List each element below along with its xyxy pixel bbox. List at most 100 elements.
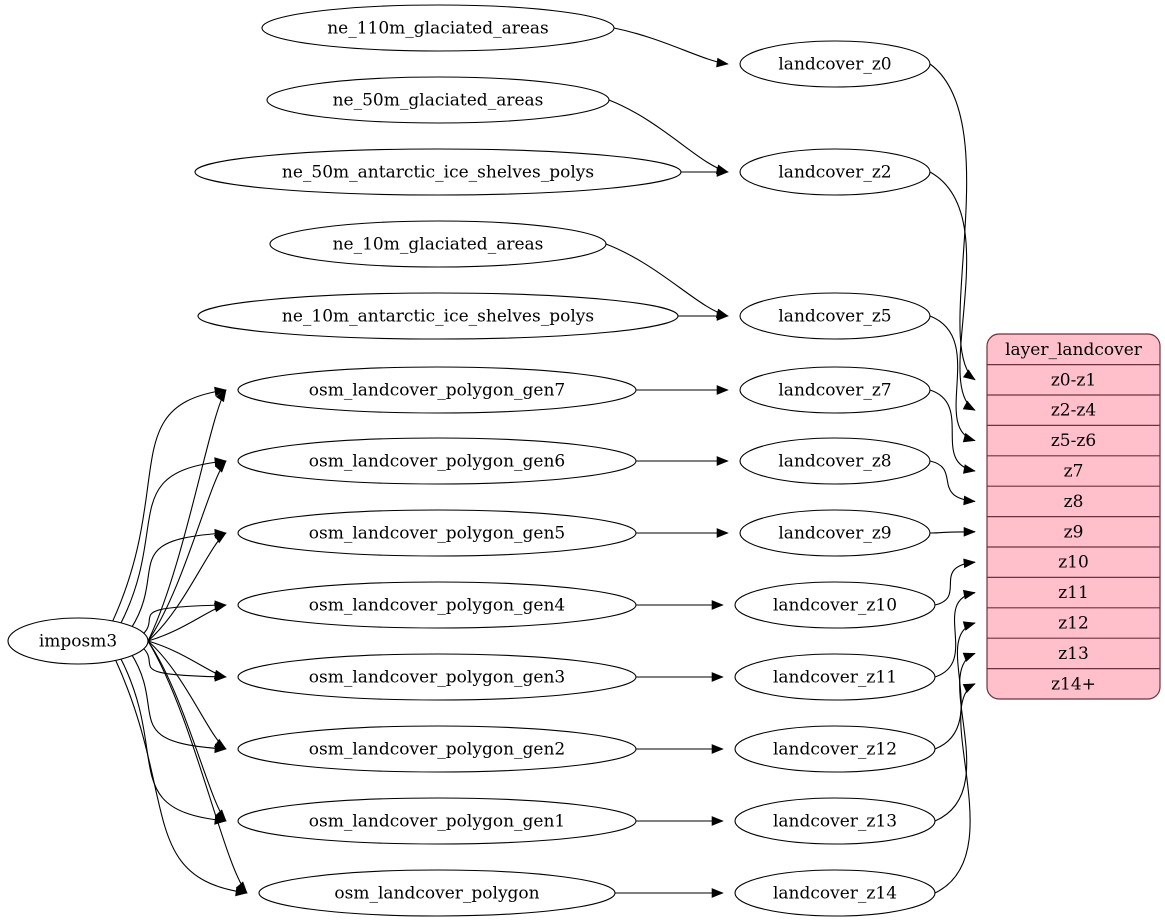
edge-line: [111, 389, 227, 623]
edge-arrowhead: [962, 652, 976, 662]
node-landcover-9-label: landcover_z13: [773, 812, 897, 832]
node-ne-3-label: ne_10m_glaciated_areas: [333, 235, 544, 255]
edge-arrowhead: [213, 738, 227, 750]
node-osm-6-shape: [237, 797, 637, 845]
table-row[interactable]: z9: [987, 517, 1160, 547]
node-ne-0-shape: [261, 4, 615, 52]
edge-line: [130, 653, 227, 750]
table-row-label: z12: [1058, 614, 1089, 634]
edge-osm_landcover_polygon_gen4-to-landcover_z10: [636, 600, 724, 610]
table-row-label: z9: [1064, 522, 1084, 542]
edge-arrowhead: [215, 389, 227, 403]
node-landcover-1-shape: [739, 148, 931, 196]
node-landcover-0[interactable]: landcover_z0: [739, 40, 931, 88]
edge-arrowhead: [963, 589, 976, 600]
node-osm-0[interactable]: osm_landcover_polygon_gen7: [237, 366, 637, 414]
edge-imposm3-to-osm_landcover_polygon_gen4: [140, 600, 227, 637]
node-landcover-9-shape: [734, 797, 936, 845]
table-row[interactable]: z8: [987, 486, 1160, 516]
table-row[interactable]: z10: [987, 547, 1160, 577]
node-osm-5-shape: [237, 725, 637, 773]
node-landcover-3-label: landcover_z7: [778, 381, 891, 401]
node-landcover-4[interactable]: landcover_z8: [739, 437, 931, 485]
edge-osm_landcover_polygon_gen1-to-landcover_z13: [636, 816, 724, 826]
edge-line: [119, 460, 227, 625]
node-osm-2[interactable]: osm_landcover_polygon_gen5: [237, 509, 637, 557]
node-landcover-9[interactable]: landcover_z13: [734, 797, 936, 845]
edge-line: [119, 657, 227, 822]
node-osm-7[interactable]: osm_landcover_polygon: [258, 869, 616, 917]
node-ne-3[interactable]: ne_10m_glaciated_areas: [269, 220, 607, 268]
node-osm-0-label: osm_landcover_polygon_gen7: [309, 381, 565, 401]
edge-ne_10m_antarctic_ice_shelves_polys-to-landcover_z5: [677, 311, 729, 321]
node-ne-4[interactable]: ne_10m_antarctic_ice_shelves_polys: [197, 292, 679, 340]
node-landcover-2[interactable]: landcover_z5: [739, 292, 931, 340]
node-osm-7-shape: [258, 869, 616, 917]
node-ne-1[interactable]: ne_50m_glaciated_areas: [266, 76, 610, 124]
edge-arrowhead: [214, 809, 227, 822]
node-landcover-10[interactable]: landcover_z14: [734, 869, 936, 917]
edge-osm_landcover_polygon_gen7-to-landcover_z7: [636, 385, 729, 395]
edge-arrowhead: [214, 386, 227, 397]
table-row[interactable]: z5-z6: [987, 425, 1160, 455]
node-landcover-5[interactable]: landcover_z9: [739, 509, 931, 557]
node-landcover-2-shape: [739, 292, 931, 340]
table-row[interactable]: z13: [987, 638, 1160, 668]
edge-arrowhead: [711, 672, 724, 682]
edge-arrowhead: [962, 400, 976, 411]
edge-osm_landcover_polygon_gen5-to-landcover_z9: [636, 528, 729, 538]
edge-line: [613, 27, 729, 65]
node-osm-6[interactable]: osm_landcover_polygon_gen1: [237, 797, 637, 845]
node-landcover-7[interactable]: landcover_z11: [734, 653, 936, 701]
edge-landcover_z13-to-z13: [934, 652, 976, 822]
node-ne-4-shape: [197, 292, 679, 340]
node-landcover-10-label: landcover_z14: [773, 884, 897, 904]
node-osm-5[interactable]: osm_landcover_polygon_gen2: [237, 725, 637, 773]
node-landcover-6[interactable]: landcover_z10: [734, 581, 936, 629]
table-row-label: z11: [1058, 583, 1089, 603]
node-osm-0-shape: [237, 366, 637, 414]
table-row-label: z10: [1058, 553, 1089, 573]
edge-ne_110m_glaciated_areas-to-landcover_z0: [613, 27, 729, 68]
edge-osm_landcover_polygon_gen3-to-landcover_z11: [636, 672, 724, 682]
edge-arrowhead: [716, 528, 729, 538]
node-osm-1[interactable]: osm_landcover_polygon_gen6: [237, 437, 637, 485]
edge-arrowhead: [963, 495, 976, 506]
table-row[interactable]: z7: [987, 456, 1160, 486]
node-ne-4-label: ne_10m_antarctic_ice_shelves_polys: [282, 307, 594, 327]
node-osm-3[interactable]: osm_landcover_polygon_gen4: [237, 581, 637, 629]
node-landcover-2-label: landcover_z5: [778, 307, 891, 327]
node-ne-1-shape: [266, 76, 610, 124]
table-row[interactable]: z11: [987, 577, 1160, 607]
node-landcover-7-shape: [734, 653, 936, 701]
edge-arrowhead: [711, 744, 724, 754]
edge-line: [929, 531, 976, 534]
node-landcover-8[interactable]: landcover_z12: [734, 725, 936, 773]
node-osm-5-label: osm_landcover_polygon_gen2: [309, 740, 565, 760]
node-landcover-8-shape: [734, 725, 936, 773]
table-row[interactable]: z12: [987, 608, 1160, 638]
node-landcover-7-label: landcover_z11: [773, 668, 897, 688]
table-row-label: z13: [1058, 644, 1089, 664]
edge-arrowhead: [963, 558, 976, 569]
node-imposm3-label: imposm3: [39, 632, 117, 652]
table-row[interactable]: z14+: [987, 669, 1160, 699]
node-osm-1-shape: [237, 437, 637, 485]
node-imposm3[interactable]: imposm3: [7, 617, 149, 665]
node-landcover-10-shape: [734, 869, 936, 917]
node-ne-0[interactable]: ne_110m_glaciated_areas: [261, 4, 615, 52]
table-row[interactable]: z0-z1: [987, 365, 1160, 395]
node-landcover-3[interactable]: landcover_z7: [739, 366, 931, 414]
node-ne-2[interactable]: ne_50m_antarctic_ice_shelves_polys: [194, 148, 682, 196]
edge-arrowhead: [716, 385, 729, 395]
node-landcover-0-shape: [739, 40, 931, 88]
table-row-label: z2-z4: [1051, 401, 1096, 421]
node-landcover-1[interactable]: landcover_z2: [739, 148, 931, 196]
node-osm-4[interactable]: osm_landcover_polygon_gen3: [237, 653, 637, 701]
node-osm-7-label: osm_landcover_polygon: [334, 884, 539, 904]
edge-line: [934, 561, 976, 606]
edge-line: [934, 652, 976, 822]
table-row[interactable]: z2-z4: [987, 395, 1160, 425]
edge-imposm3-to-osm_landcover_polygon_gen7: [111, 386, 227, 623]
edge-arrowhead: [716, 456, 729, 466]
